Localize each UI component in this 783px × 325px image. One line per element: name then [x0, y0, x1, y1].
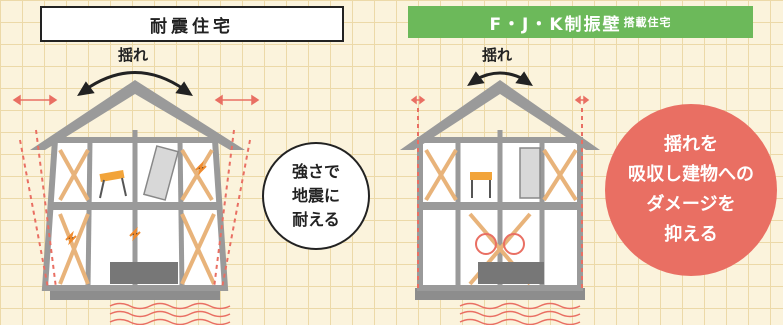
panel-title-damping: F・J・K制振壁 搭載住宅	[408, 6, 753, 38]
diagonal-braces	[58, 148, 216, 285]
bubble-line: 地震に	[291, 186, 340, 205]
shelf	[519, 147, 541, 199]
bubble-line: 揺れを	[664, 134, 718, 155]
ground-shake-waves	[109, 302, 231, 325]
toppled-shelf	[142, 145, 180, 201]
bubble-strength: 強さで 地震に 耐える	[262, 142, 370, 250]
title-main: F・J・K制振壁	[489, 14, 622, 35]
title-small: 搭載住宅	[623, 16, 672, 29]
panel-seismic-house: 耐震住宅 揺れ 強さで 地震に 耐える	[0, 0, 390, 325]
sofa	[478, 262, 544, 284]
damper-circles	[475, 233, 525, 255]
bubble-absorb: 揺れを 吸収し建物への ダメージを 抑える	[605, 104, 777, 276]
bubble-line: 吸収し建物への	[628, 164, 754, 185]
sway-arrows	[12, 94, 260, 106]
chair	[470, 172, 492, 198]
roof	[400, 80, 600, 150]
ground-shake-waves	[459, 302, 581, 325]
wall-studs	[85, 130, 185, 289]
chair	[99, 169, 127, 199]
shake-arrow-icon	[77, 71, 193, 97]
shake-label: 揺れ	[118, 46, 149, 64]
sway-arrows	[410, 95, 590, 105]
bubble-line: 耐える	[292, 210, 340, 229]
sofa	[110, 262, 178, 284]
seismic-house-illustration	[12, 71, 260, 325]
bubble-line: ダメージを	[646, 194, 736, 215]
tilt-lines	[417, 108, 583, 288]
shake-arrow-icon	[467, 71, 533, 87]
damping-house-illustration	[400, 71, 600, 325]
bubble-line: 強さで	[291, 162, 340, 181]
damage-marks	[65, 160, 207, 246]
panel-damping-house: F・J・K制振壁 搭載住宅 揺れ 揺れを 吸収し建物への ダメージを 抑える	[390, 0, 783, 325]
bubble-line: 抑える	[664, 224, 718, 245]
shake-label: 揺れ	[482, 46, 513, 64]
tilt-lines	[19, 129, 251, 289]
roof	[30, 80, 245, 150]
panel-title-seismic: 耐震住宅	[40, 6, 344, 42]
